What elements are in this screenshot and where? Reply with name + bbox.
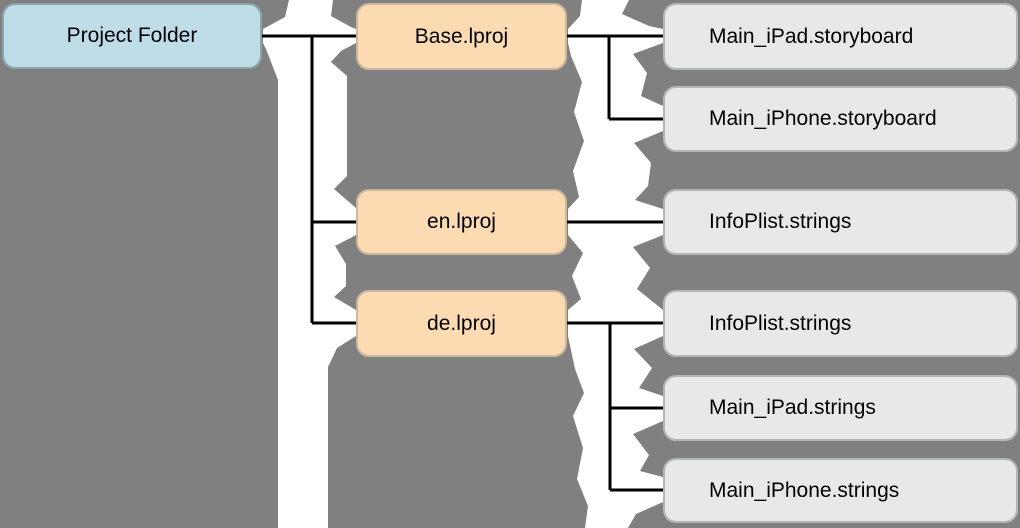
node-label: Project Folder xyxy=(66,24,198,47)
node-infoplist-strings-en: InfoPlist.strings xyxy=(663,189,1018,255)
node-project-folder: Project Folder xyxy=(2,3,262,69)
node-base-lproj: Base.lproj xyxy=(356,3,567,70)
node-main-ipad-storyboard: Main_iPad.storyboard xyxy=(663,3,1018,70)
tree-connectors xyxy=(261,34,665,492)
node-main-iphone-strings: Main_iPhone.strings xyxy=(663,458,1018,523)
node-de-lproj: de.lproj xyxy=(356,290,567,357)
node-label: Main_iPhone.storyboard xyxy=(709,107,937,130)
node-label: InfoPlist.strings xyxy=(709,311,852,335)
torn-band-left xyxy=(263,0,356,528)
node-label: Base.lproj xyxy=(414,24,509,48)
node-main-iphone-storyboard: Main_iPhone.storyboard xyxy=(663,86,1018,152)
node-label: de.lproj xyxy=(427,311,496,335)
node-label: en.lproj xyxy=(427,210,496,233)
node-label: Main_iPhone.strings xyxy=(709,478,900,502)
node-en-lproj: en.lproj xyxy=(356,189,567,255)
node-label: Main_iPad.storyboard xyxy=(709,24,914,48)
node-infoplist-strings-de: InfoPlist.strings xyxy=(663,290,1018,357)
torn-band-right xyxy=(568,0,663,528)
node-main-ipad-strings: Main_iPad.strings xyxy=(663,375,1018,441)
node-label: InfoPlist.strings xyxy=(709,210,852,233)
node-label: Main_iPad.strings xyxy=(709,396,876,419)
